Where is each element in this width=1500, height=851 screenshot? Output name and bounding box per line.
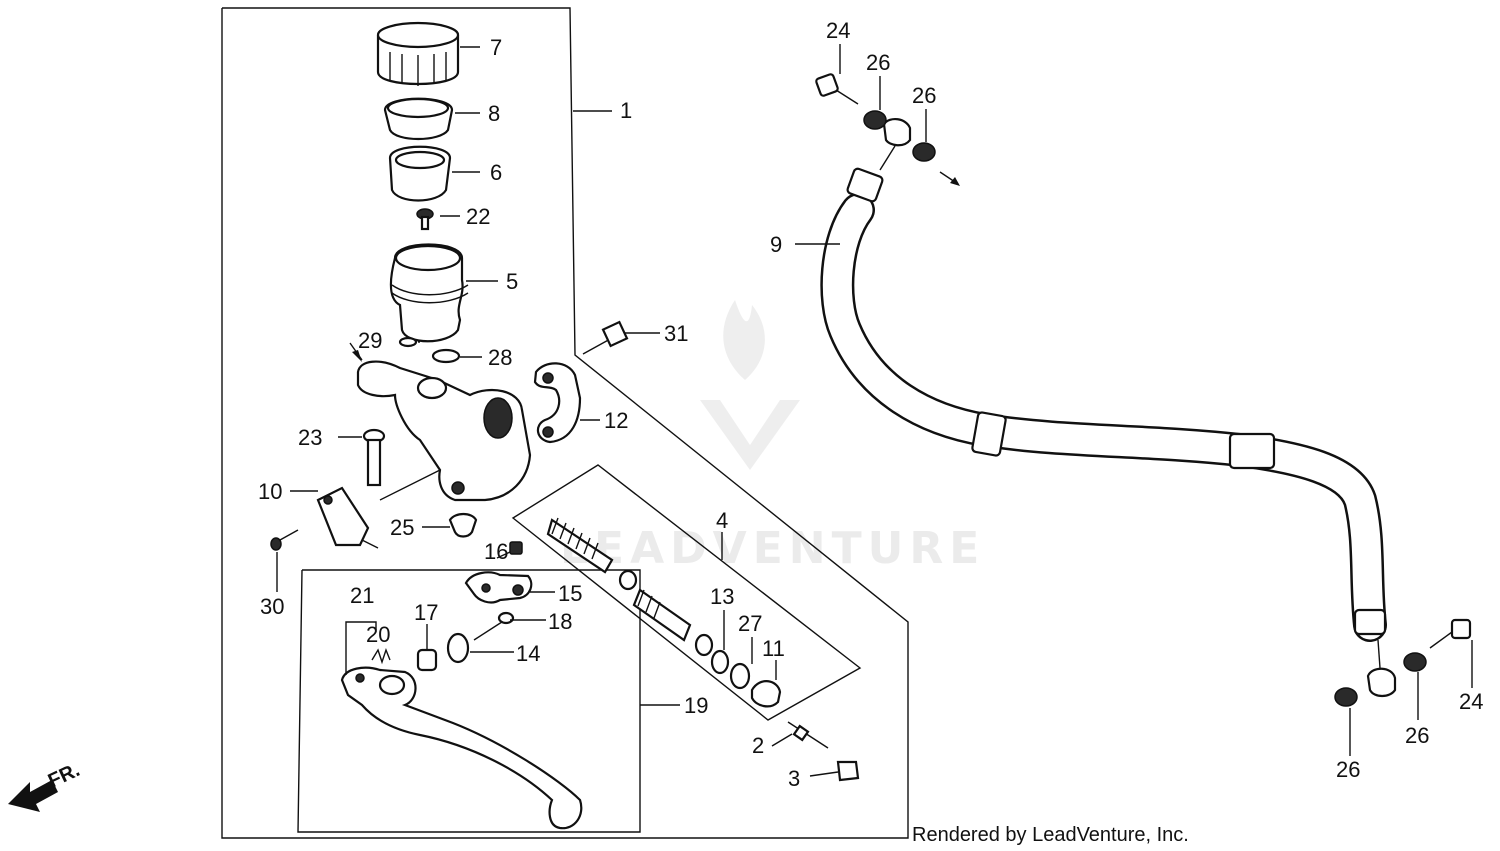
master-cylinder-body [349,342,532,502]
cup-13 [694,633,714,657]
credit-text: Rendered by LeadVenture, Inc. [912,824,1189,846]
callout-18: 18 [548,609,572,634]
callout-25: 25 [390,515,414,540]
adjuster-bolt [473,611,515,641]
callout-7: 7 [490,35,502,60]
washer-28 [431,348,461,364]
washer-27 [729,662,751,690]
callout-28: 28 [488,345,512,370]
callout-30: 30 [260,594,284,619]
callout-21: 21 [350,583,374,608]
bolt-24-top [815,73,859,105]
watermark: LEADVENTURE [560,300,985,574]
circlip-13 [710,649,730,675]
washer-26-a [863,110,887,130]
reservoir [389,243,469,343]
front-direction-marker: FR. [8,759,83,812]
callout-13: 13 [710,584,734,609]
brake-switch [316,486,379,549]
piston-spring [546,517,614,574]
callout-6: 6 [490,160,502,185]
callout-26-a: 26 [866,50,890,75]
callout-20: 20 [366,622,390,647]
pivot-bolt [362,428,386,487]
callout-17: 17 [414,600,438,625]
callout-22: 22 [466,204,490,229]
callout-15: 15 [558,581,582,606]
callout-29: 29 [358,328,382,353]
callout-14: 14 [516,641,540,666]
boot-11 [750,680,782,708]
bolt-16 [509,541,523,555]
collar-17 [416,648,438,672]
washer-26-c [1334,687,1358,707]
callout-26-c: 26 [1405,723,1429,748]
dust-boot [448,512,478,538]
bolt-31 [582,320,629,355]
callout-31: 31 [664,321,688,346]
callout-27: 27 [738,611,762,636]
diaphragm-plate [383,97,454,140]
spring-seat [618,569,638,591]
knob-14 [446,632,470,664]
callout-9: 9 [770,232,782,257]
brake-lever [340,666,583,830]
callout-26-d: 26 [1336,757,1360,782]
callout-3: 3 [788,766,800,791]
washer-26-b [912,142,936,162]
screw-22 [416,208,434,231]
lever-holder [464,571,533,604]
banjo-bottom [1366,639,1397,698]
callout-8: 8 [488,101,500,126]
callout-23: 23 [298,425,322,450]
assembly-frame [221,7,909,839]
handlebar-clamp [533,362,582,444]
callout-26-b: 26 [912,83,936,108]
callout-11: 11 [762,636,785,661]
spring-20 [371,647,391,665]
watermark-text: LEADVENTURE [560,523,985,574]
callout-16: 16 [484,539,508,564]
bolt-24-bottom [1429,618,1472,649]
washer-29 [398,336,418,348]
leader-lines [276,44,1473,777]
callout-19: 19 [684,693,708,718]
washer-26-d [1403,652,1427,672]
callout-5: 5 [506,269,518,294]
brake-hose [820,167,1387,642]
screw-30 [270,529,299,551]
reservoir-cap [376,21,460,86]
callout-24-bottom: 24 [1459,689,1483,714]
piston [632,588,692,642]
banjo-top [879,118,912,171]
callout-10: 10 [258,479,282,504]
callout-12: 12 [604,408,628,433]
callout-2: 2 [752,733,764,758]
callout-1: 1 [620,98,632,123]
callout-24-top: 24 [826,18,850,43]
callout-4: 4 [716,508,728,533]
pushrod [787,721,829,749]
callout-labels: 1 2 3 4 5 6 7 8 9 10 11 12 13 14 15 16 1… [258,18,1483,791]
nut-3 [836,760,860,782]
diaphragm [388,145,452,202]
